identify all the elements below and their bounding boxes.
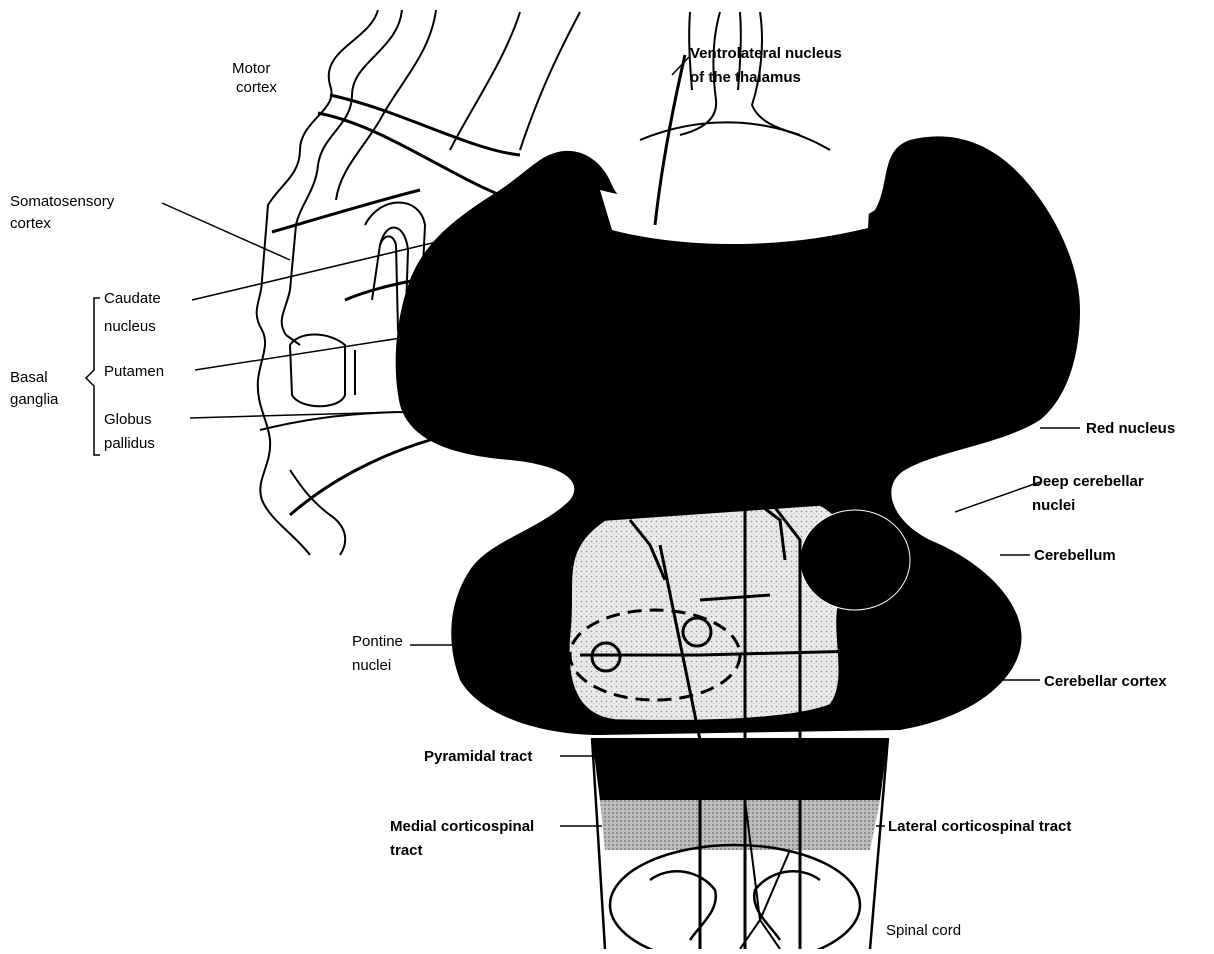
label-deep-cerebellar-2: nuclei [1032, 497, 1075, 514]
label-ventrolateral-1: Ventrolateral nucleus [690, 45, 842, 62]
label-pontine-2: nuclei [352, 657, 391, 674]
label-somatosensory-2: cortex [10, 215, 51, 232]
label-globus-1: Globus [104, 411, 152, 428]
label-deep-cerebellar-1: Deep cerebellar [1032, 473, 1144, 490]
label-caudate-1: Caudate [104, 290, 161, 307]
label-basal-ganglia-1: Basal [10, 369, 48, 386]
label-cerebellar-cortex: Cerebellar cortex [1044, 673, 1167, 690]
label-cerebellum: Cerebellum [1034, 547, 1116, 564]
basal-ganglia-bracket [86, 298, 100, 455]
label-putamen: Putamen [104, 363, 164, 380]
label-motor-cortex-1: Motor [232, 60, 270, 77]
label-lateral-cs: Lateral corticospinal tract [888, 818, 1071, 835]
label-spinal-cord: Spinal cord [886, 922, 961, 939]
label-basal-ganglia-2: ganglia [10, 391, 59, 408]
label-red-nucleus: Red nucleus [1086, 420, 1175, 437]
label-motor-cortex-2: cortex [236, 79, 277, 96]
label-pyramidal-tract: Pyramidal tract [424, 748, 532, 765]
spinal-cord-shape [610, 845, 860, 949]
medulla-black-band [592, 738, 888, 800]
label-ventrolateral-2: of the thalamus [690, 69, 801, 86]
label-medial-cs-1: Medial corticospinal [390, 818, 534, 835]
label-medial-cs-2: tract [390, 842, 423, 859]
label-caudate-2: nucleus [104, 318, 156, 335]
medulla-stippled-band [600, 800, 880, 850]
label-globus-2: pallidus [104, 435, 155, 452]
deep-cerebellar-nuclei-shape [800, 510, 910, 610]
thalamus-band [600, 190, 870, 244]
label-somatosensory-1: Somatosensory [10, 193, 115, 210]
label-pontine-1: Pontine [352, 633, 403, 650]
